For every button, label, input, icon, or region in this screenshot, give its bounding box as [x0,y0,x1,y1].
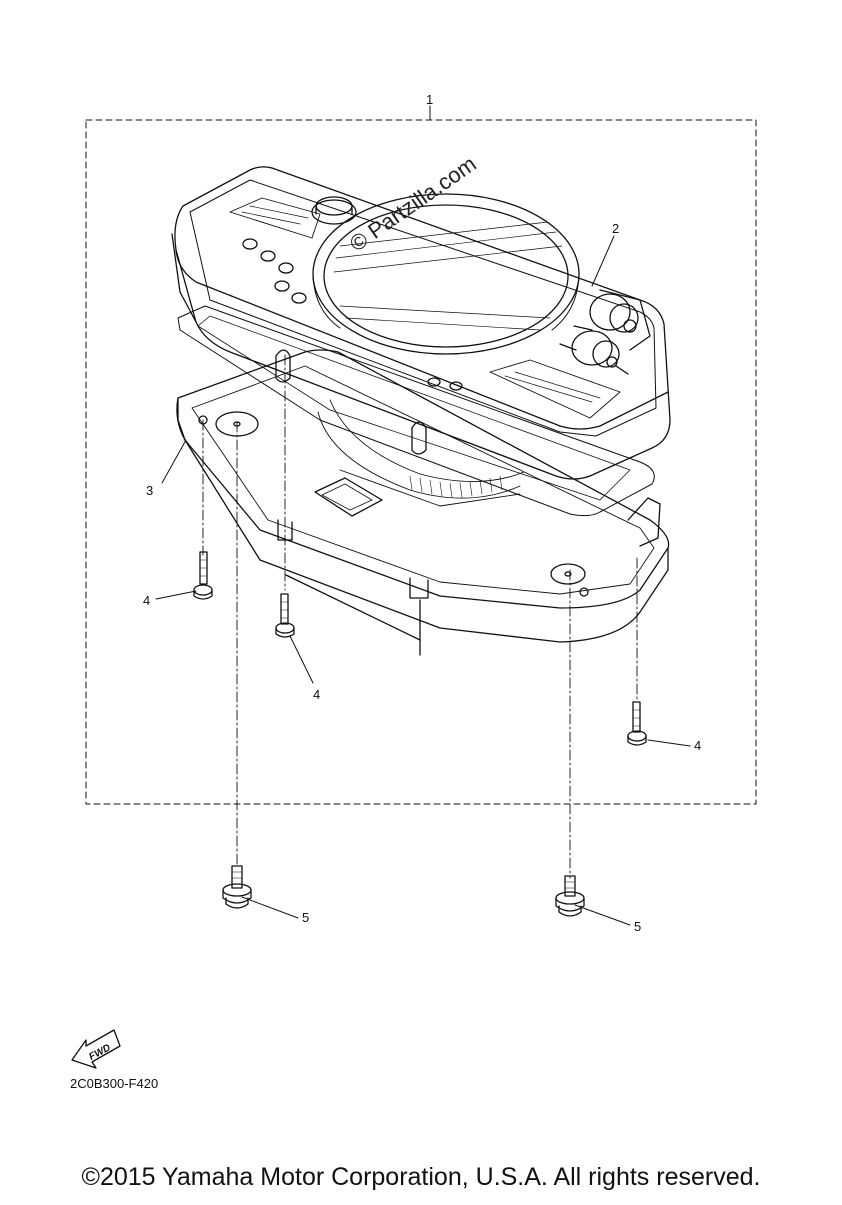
harness-connectors [559,289,651,375]
screw-4-middle [275,593,295,638]
callout-5-right: 5 [634,919,642,934]
bolt-5-right [555,875,585,917]
callout-3: 3 [146,483,154,498]
drawing-code: 2C0B300-F420 [70,1076,159,1091]
callout-5-left: 5 [302,910,310,925]
center-lines [202,354,638,879]
callout-4-right: 4 [694,738,702,753]
bottom-case [176,349,670,656]
copyright-notice: ©2015 Yamaha Motor Corporation, U.S.A. A… [81,1163,761,1191]
gauge-drum [317,399,525,507]
callout-4-left: 4 [143,593,151,608]
fwd-label: FWD [87,1042,112,1062]
callout-4-middle: 4 [313,687,321,702]
screw-4-right [627,701,647,746]
fwd-arrow-icon [71,1029,121,1069]
assembly-boundary [85,119,757,805]
callout-1: 1 [426,92,434,107]
screw-4-left [193,551,213,600]
lens-plate [177,305,655,517]
meter-housing [171,166,671,480]
callout-2: 2 [612,221,620,236]
bolt-5-left [222,865,252,909]
gauge-bezel [312,193,580,355]
leader-lines [155,105,691,926]
